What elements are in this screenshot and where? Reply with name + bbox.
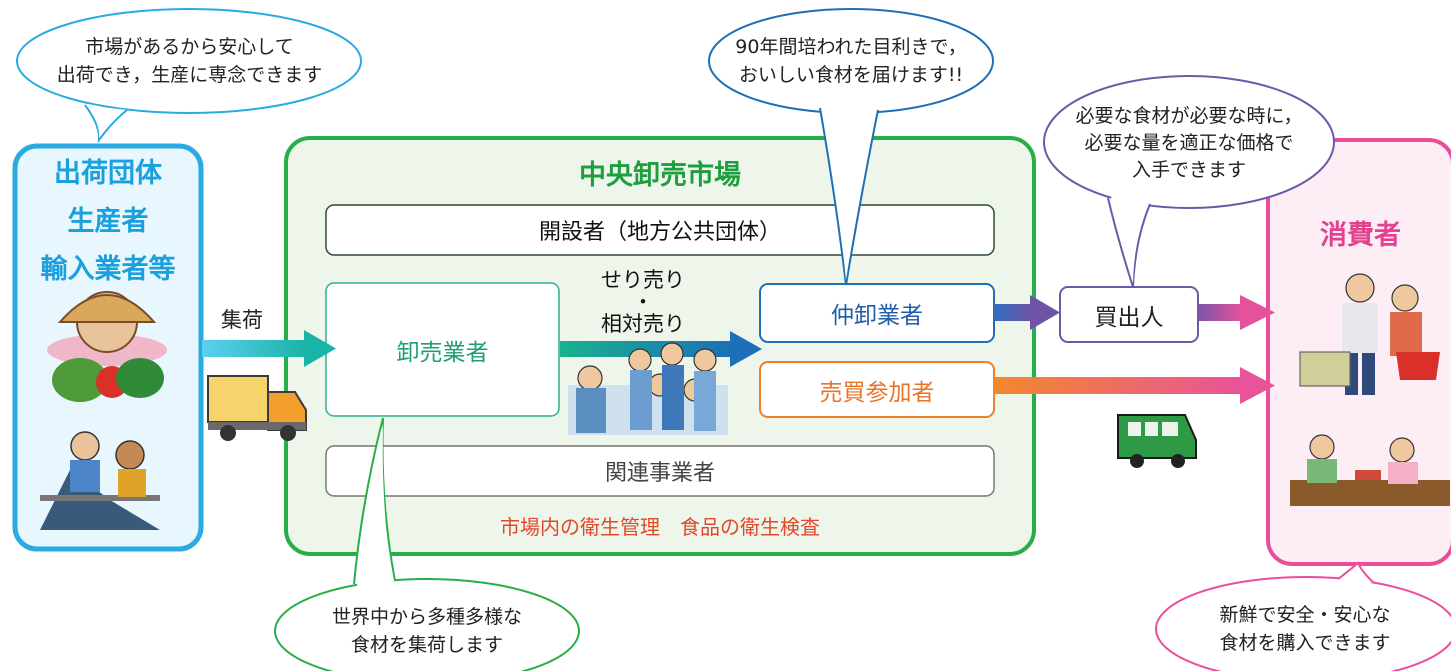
buyer-bubble-text: 必要な食材が必要な時に， 必要な量を適正な価格で 入手できます bbox=[1075, 104, 1303, 181]
auction-method-label: せり売り ・ 相対売り bbox=[601, 268, 685, 336]
producer-line-1: 出荷団体 bbox=[54, 158, 162, 189]
operator-label: 開設者（地方公共団体） bbox=[538, 220, 781, 245]
consumer-bubble-text: 新鮮で安全・安心な 食材を購入できます bbox=[1219, 604, 1391, 654]
to-buyer-arrow bbox=[994, 295, 1060, 330]
producer-line-3: 輸入業者等 bbox=[40, 254, 176, 285]
collection-arrow bbox=[202, 330, 336, 367]
intermediate-wholesaler-label: 仲卸業者 bbox=[831, 303, 923, 329]
intermediate-bubble-text: 90年間培われた目利きで， おいしい食材を届けます!! bbox=[735, 36, 967, 86]
trading-participant-label: 売買参加者 bbox=[819, 379, 935, 406]
van-icon bbox=[1117, 414, 1197, 468]
consumer-title: 消費者 bbox=[1320, 219, 1401, 251]
fisherman-icon bbox=[40, 431, 160, 530]
hygiene-label: 市場内の衛生管理 食品の衛生検査 bbox=[500, 514, 820, 539]
shopping-couple-icon bbox=[1299, 273, 1440, 395]
wholesaler-bubble-text: 世界中から多種多様な 食材を集荷します bbox=[331, 606, 522, 656]
producer-panel-labels: 出荷団体 生産者 輸入業者等 bbox=[15, 150, 201, 294]
market-title: 中央卸売市場 bbox=[579, 159, 741, 191]
farmer-icon bbox=[47, 291, 167, 402]
auction-crowd-icon bbox=[568, 342, 728, 435]
truck-icon bbox=[207, 375, 307, 441]
producer-line-2: 生産者 bbox=[67, 206, 149, 237]
related-business-box bbox=[325, 445, 995, 497]
collection-label: 集荷 bbox=[221, 308, 263, 332]
dining-couple-icon bbox=[1290, 434, 1450, 506]
buyer-label: 買出人 bbox=[1094, 304, 1164, 331]
buyer-to-consumer-arrow bbox=[1198, 295, 1275, 330]
related-business-label: 関連事業者 bbox=[604, 461, 715, 486]
producer-bubble-text: 市場があるから安心して 出荷でき，生産に専念できます bbox=[56, 36, 323, 86]
operator-box bbox=[325, 204, 995, 256]
wholesaler-label: 卸売業者 bbox=[396, 339, 489, 366]
auction-arrow bbox=[560, 331, 762, 367]
participant-to-consumer-arrow bbox=[994, 367, 1275, 404]
